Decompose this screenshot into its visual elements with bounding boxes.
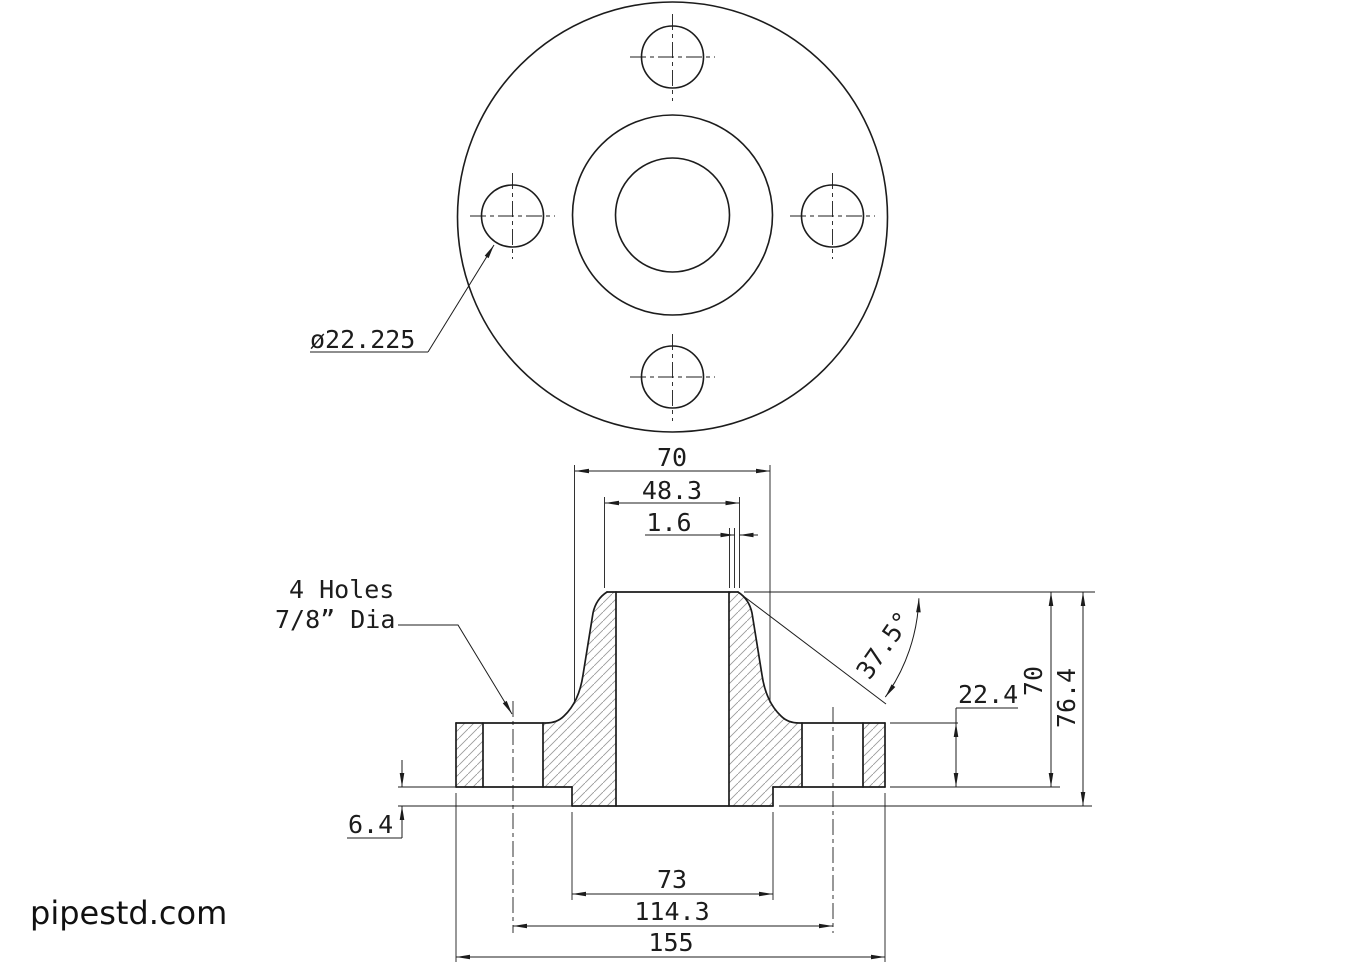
dim-flange-od-label: 155 xyxy=(648,928,693,957)
dim-overall-length-label: 76.4 xyxy=(1052,668,1081,728)
top-view: ø22.225 xyxy=(310,1,889,433)
raised-face-circle xyxy=(571,114,774,316)
dim-hub-base-dia: 70 xyxy=(574,443,771,703)
bore-circle xyxy=(614,157,731,273)
flange-od-circle xyxy=(456,1,889,433)
dim-raised-face-dia-label: 73 xyxy=(657,865,687,894)
dim-bolt-circle-dia: 114.3 xyxy=(513,897,833,929)
dim-raised-face-dia: 73 xyxy=(571,812,774,900)
dim-overall-length: 76.4 xyxy=(1052,592,1086,806)
dim-flange-thickness-label: 22.4 xyxy=(958,680,1018,709)
hub-left-wall xyxy=(455,591,608,724)
dim-neck-od: 48.3 xyxy=(604,476,740,588)
hub-right-wall xyxy=(737,591,886,724)
dim-root-face-label: 1.6 xyxy=(646,508,691,537)
bolt-hole-dia-callout: ø22.225 xyxy=(310,244,495,354)
bolt-hole-centerlines xyxy=(470,14,875,421)
dim-hub-length: 70 xyxy=(1019,592,1054,787)
dim-flange-od: 155 xyxy=(455,793,886,962)
dim-bolt-circle-dia-label: 114.3 xyxy=(634,897,709,926)
holes-note-line2: 7/8” Dia xyxy=(275,605,395,634)
holes-note-callout: 4 Holes 7/8” Dia xyxy=(275,575,513,715)
watermark-pipestd: pipestd.com xyxy=(30,894,228,932)
section-hatching xyxy=(456,592,885,806)
dim-root-face: 1.6 xyxy=(645,508,758,588)
dim-raised-face-height: 6.4 xyxy=(347,760,574,839)
holes-note-line1: 4 Holes xyxy=(289,575,394,604)
dim-hub-base-dia-label: 70 xyxy=(657,443,687,472)
dim-raised-face-height-label: 6.4 xyxy=(348,810,393,839)
dim-neck-od-label: 48.3 xyxy=(642,476,702,505)
dim-hub-length-label: 70 xyxy=(1019,666,1048,696)
section-outline xyxy=(455,591,886,807)
bolt-slot-left xyxy=(482,722,544,788)
bolt-hole-dia-label: ø22.225 xyxy=(310,325,415,354)
bolt-slot-right xyxy=(801,722,864,788)
dim-right-extensions xyxy=(744,591,1095,807)
section-view: 70 48.3 1.6 37.5° 22 xyxy=(275,443,1095,962)
dim-bevel-angle-label: 37.5° xyxy=(851,606,918,684)
dim-flange-thickness: 22.4 xyxy=(953,680,1018,787)
